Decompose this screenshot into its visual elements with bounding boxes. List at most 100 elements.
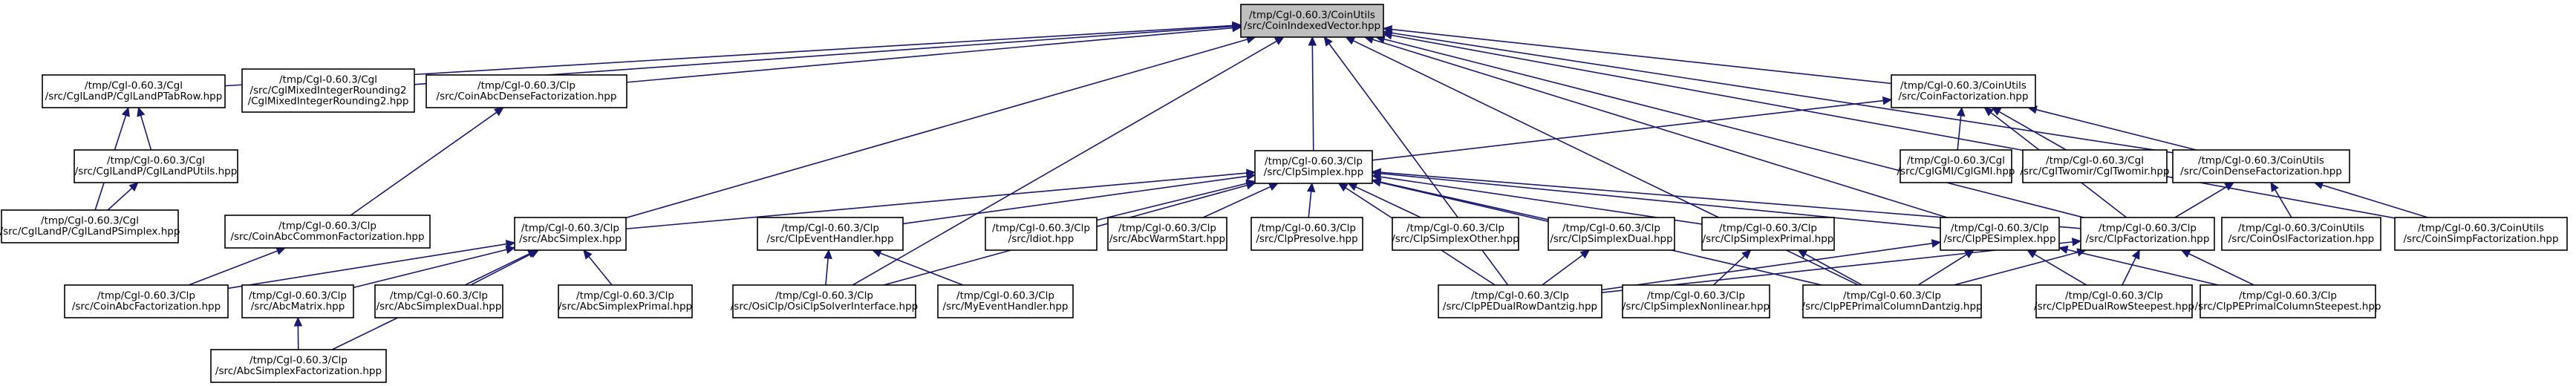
node-label-line: /src/CoinFactorization.hpp (1898, 91, 2028, 102)
node-label-line: /src/ClpSimplexDual.hpp (1550, 233, 1672, 245)
node-label-line: /src/ClpFactorization.hpp (2086, 233, 2210, 245)
arrowhead-icon (1983, 107, 1995, 117)
graph-node[interactable]: /tmp/Cgl-0.60.3/Clp/src/ClpPESimplex.hpp (1940, 217, 2060, 251)
graph-node[interactable]: /tmp/Cgl-0.60.3/Clp/src/ClpSimplexPrimal… (1701, 217, 1835, 251)
node-label-line: /tmp/Cgl-0.60.3/Clp (390, 290, 488, 302)
node-label-line: /tmp/Cgl-0.60.3/Clp (2065, 290, 2163, 302)
graph-node[interactable]: /tmp/Cgl-0.60.3/Clp/src/AbcSimplexDual.h… (374, 284, 503, 318)
graph-node[interactable]: /tmp/Cgl-0.60.3/Cgl/src/CglGMI/CglGMI.hp… (1897, 149, 2015, 183)
node-label-line: /src/ClpSimplexOther.hpp (1392, 233, 1519, 245)
graph-node[interactable]: /tmp/Cgl-0.60.3/Clp/src/ClpPEPrimalColum… (2195, 284, 2381, 318)
node-label-line: /tmp/Cgl-0.60.3/Clp (250, 355, 348, 367)
edge-line (1953, 252, 2078, 286)
graph-node[interactable]: /tmp/Cgl-0.60.3/Clp/src/ClpEventHandler.… (757, 217, 904, 251)
graph-node[interactable]: /tmp/Cgl-0.60.3/Clp/src/CoinAbcDenseFact… (425, 74, 627, 108)
node-label-line: /src/OsiClp/OsiClpSolverInterface.hpp (731, 301, 919, 313)
edge-line (1391, 28, 1892, 85)
node-box (425, 74, 627, 108)
node-box (558, 284, 693, 318)
arrowhead-icon (121, 106, 130, 117)
edge-n35-to-n25 (293, 316, 303, 350)
edge-line (1372, 39, 1948, 218)
graph-node[interactable]: /tmp/Cgl-0.60.3/Clp/src/ClpPresolve.hpp (1250, 217, 1363, 251)
edge-line (470, 253, 532, 286)
arrowhead-icon (1308, 36, 1317, 46)
graph-node[interactable]: /tmp/Cgl-0.60.3/Clp/src/Idiot.hpp (985, 217, 1098, 251)
node-label-line: /tmp/Cgl-0.60.3/Clp (249, 290, 347, 302)
node-label-line: /tmp/Cgl-0.60.3/Clp (2239, 290, 2337, 302)
graph-node[interactable]: /tmp/Cgl-0.60.3/Clp/src/ClpSimplexOther.… (1392, 217, 1519, 251)
node-label-line: /src/AbcSimplex.hpp (519, 233, 622, 245)
arrowhead-icon (505, 240, 516, 249)
graph-node[interactable]: /tmp/Cgl-0.60.3/Clp/src/AbcSimplex.hpp (514, 217, 627, 251)
edge-n32-to-n21 (1953, 248, 2087, 286)
graph-node[interactable]: /tmp/Cgl-0.60.3/Cgl/src/CglLandP/CglLand… (42, 74, 226, 108)
node-box (2035, 284, 2193, 318)
graph-node[interactable]: /tmp/Cgl-0.60.3/CoinUtils/src/CoinFactor… (1891, 74, 2036, 108)
edge-n19-to-n6 (1371, 172, 1703, 225)
graph-node[interactable]: /tmp/Cgl-0.60.3/Clp/src/ClpSimplexNonlin… (1622, 284, 1770, 318)
graph-node[interactable]: /tmp/Cgl-0.60.3/Clp/src/MyEventHandler.h… (937, 284, 1074, 318)
node-label-line: /src/ClpEventHandler.hpp (766, 233, 893, 245)
node-label-line: /tmp/Cgl-0.60.3/Clp (97, 290, 195, 302)
node-label-line: /tmp/Cgl-0.60.3/CoinUtils (1249, 10, 1375, 22)
graph-node[interactable]: /tmp/Cgl-0.60.3/CoinUtils/src/CoinOslFac… (2221, 217, 2381, 251)
edge-line (1998, 111, 2067, 151)
graph-node[interactable]: /tmp/Cgl-0.60.3/Clp/src/AbcWarmStart.hpp (1107, 217, 1227, 251)
graph-node[interactable]: /tmp/Cgl-0.60.3/Clp/src/ClpFactorization… (2080, 217, 2215, 251)
edge-n27-to-n12 (583, 249, 613, 286)
edge-n23-to-n0 (1382, 30, 2396, 219)
arrowhead-icon (1306, 182, 1316, 193)
arrowhead-icon (128, 182, 139, 192)
node-label-line: /tmp/Cgl-0.60.3/Clp (576, 290, 674, 302)
edge-n13-to-n6 (902, 171, 1256, 225)
arrowhead-icon (1741, 249, 1752, 260)
graph-node[interactable]: /tmp/Cgl-0.60.3/Clp/src/CoinAbcFactoriza… (64, 284, 229, 318)
node-label-line: /tmp/Cgl-0.60.3/Clp (1265, 156, 1363, 168)
edge-line (1391, 32, 2174, 154)
graph-node[interactable]: /tmp/Cgl-0.60.3/Cgl/src/CglTwomir/CglTwo… (2020, 149, 2170, 183)
edge-line (1383, 38, 2084, 218)
graph-node[interactable]: /tmp/Cgl-0.60.3/Clp/src/OsiClp/OsiClpSol… (731, 284, 919, 318)
arrowhead-icon (2071, 238, 2082, 246)
edge-n18-to-n6 (1371, 177, 1549, 220)
node-label-line: /src/CglMixedIntegerRounding2 (250, 85, 406, 96)
node-label-line: /src/MyEventHandler.hpp (942, 301, 1068, 313)
edge-n6-to-n4 (1372, 96, 1893, 161)
graph-node[interactable]: /tmp/Cgl-0.60.3/Clp/src/ClpPEDualRowDant… (1438, 284, 1602, 318)
graph-node[interactable]: /tmp/Cgl-0.60.3/Cgl/src/CglLandP/CglLand… (0, 209, 180, 243)
arrowhead-icon (1274, 36, 1285, 45)
edge-n4-to-n0 (1382, 24, 1892, 85)
node-box (1622, 284, 1770, 318)
node-box (1240, 4, 1384, 38)
arrowhead-icon (583, 249, 593, 260)
graph-node[interactable]: /tmp/Cgl-0.60.3/Clp/src/ClpPEDualRowStee… (2034, 284, 2194, 318)
graph-node[interactable]: /tmp/Cgl-0.60.3/Clp/src/CoinAbcCommonFac… (224, 215, 431, 249)
root-node[interactable]: /tmp/Cgl-0.60.3/CoinUtils/src/CoinIndexe… (1240, 4, 1384, 38)
node-box (1392, 217, 1519, 251)
arrowhead-icon (2270, 181, 2279, 192)
node-label-line: /tmp/Cgl-0.60.3/Cgl (41, 215, 139, 227)
graph-node[interactable]: /tmp/Cgl-0.60.3/Clp/src/AbcSimplexPrimal… (558, 284, 693, 318)
node-label-line: /src/CoinAbcFactorization.hpp (72, 301, 221, 313)
node-box (757, 217, 904, 251)
edge-n24-to-n12 (227, 240, 516, 290)
graph-node[interactable]: /tmp/Cgl-0.60.3/Cgl/src/CglLandP/CglLand… (74, 149, 238, 183)
graph-node[interactable]: /tmp/Cgl-0.60.3/Clp/src/AbcMatrix.hpp (241, 284, 354, 318)
arrowhead-icon (494, 107, 504, 117)
graph-node[interactable]: /tmp/Cgl-0.60.3/Clp/src/ClpSimplex.hpp (1254, 150, 1373, 184)
graph-node[interactable]: /tmp/Cgl-0.60.3/Clp/src/AbcSimplexFactor… (210, 349, 387, 383)
node-box (42, 74, 226, 108)
arrowhead-icon (1371, 178, 1382, 187)
graph-node[interactable]: /tmp/Cgl-0.60.3/Cgl/src/CglMixedIntegerR… (241, 68, 415, 113)
graph-node[interactable]: /tmp/Cgl-0.60.3/CoinUtils/src/CoinDenseF… (2172, 149, 2350, 183)
edge-line (625, 172, 1248, 230)
node-box (1548, 217, 1675, 251)
node-label-line: /tmp/Cgl-0.60.3/Cgl (107, 155, 205, 167)
graph-node[interactable]: /tmp/Cgl-0.60.3/Clp/src/ClpSimplexDual.h… (1548, 217, 1675, 251)
arrowhead-icon (1268, 183, 1279, 192)
graph-node[interactable]: /tmp/Cgl-0.60.3/CoinUtils/src/CoinSimpFa… (2394, 217, 2568, 251)
edge-line (2321, 184, 2428, 218)
graph-node[interactable]: /tmp/Cgl-0.60.3/Clp/src/ClpPEPrimalColum… (1801, 284, 1983, 318)
